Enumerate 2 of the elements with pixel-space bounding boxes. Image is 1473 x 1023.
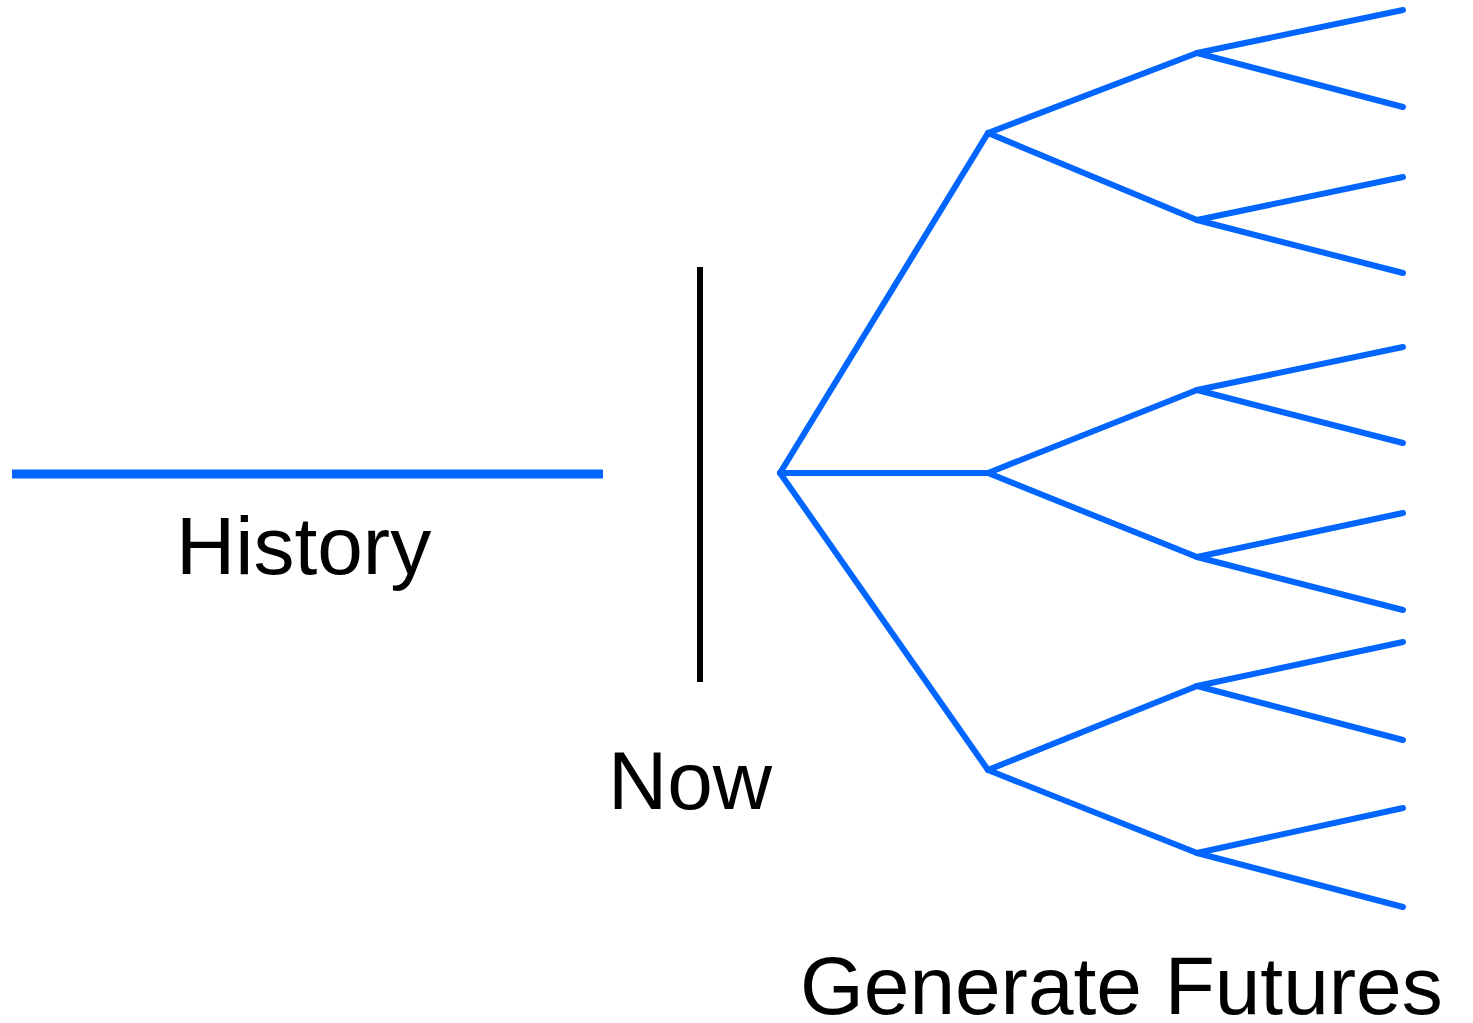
now-label: Now: [608, 740, 773, 822]
generate-futures-label: Generate Futures: [800, 945, 1443, 1023]
